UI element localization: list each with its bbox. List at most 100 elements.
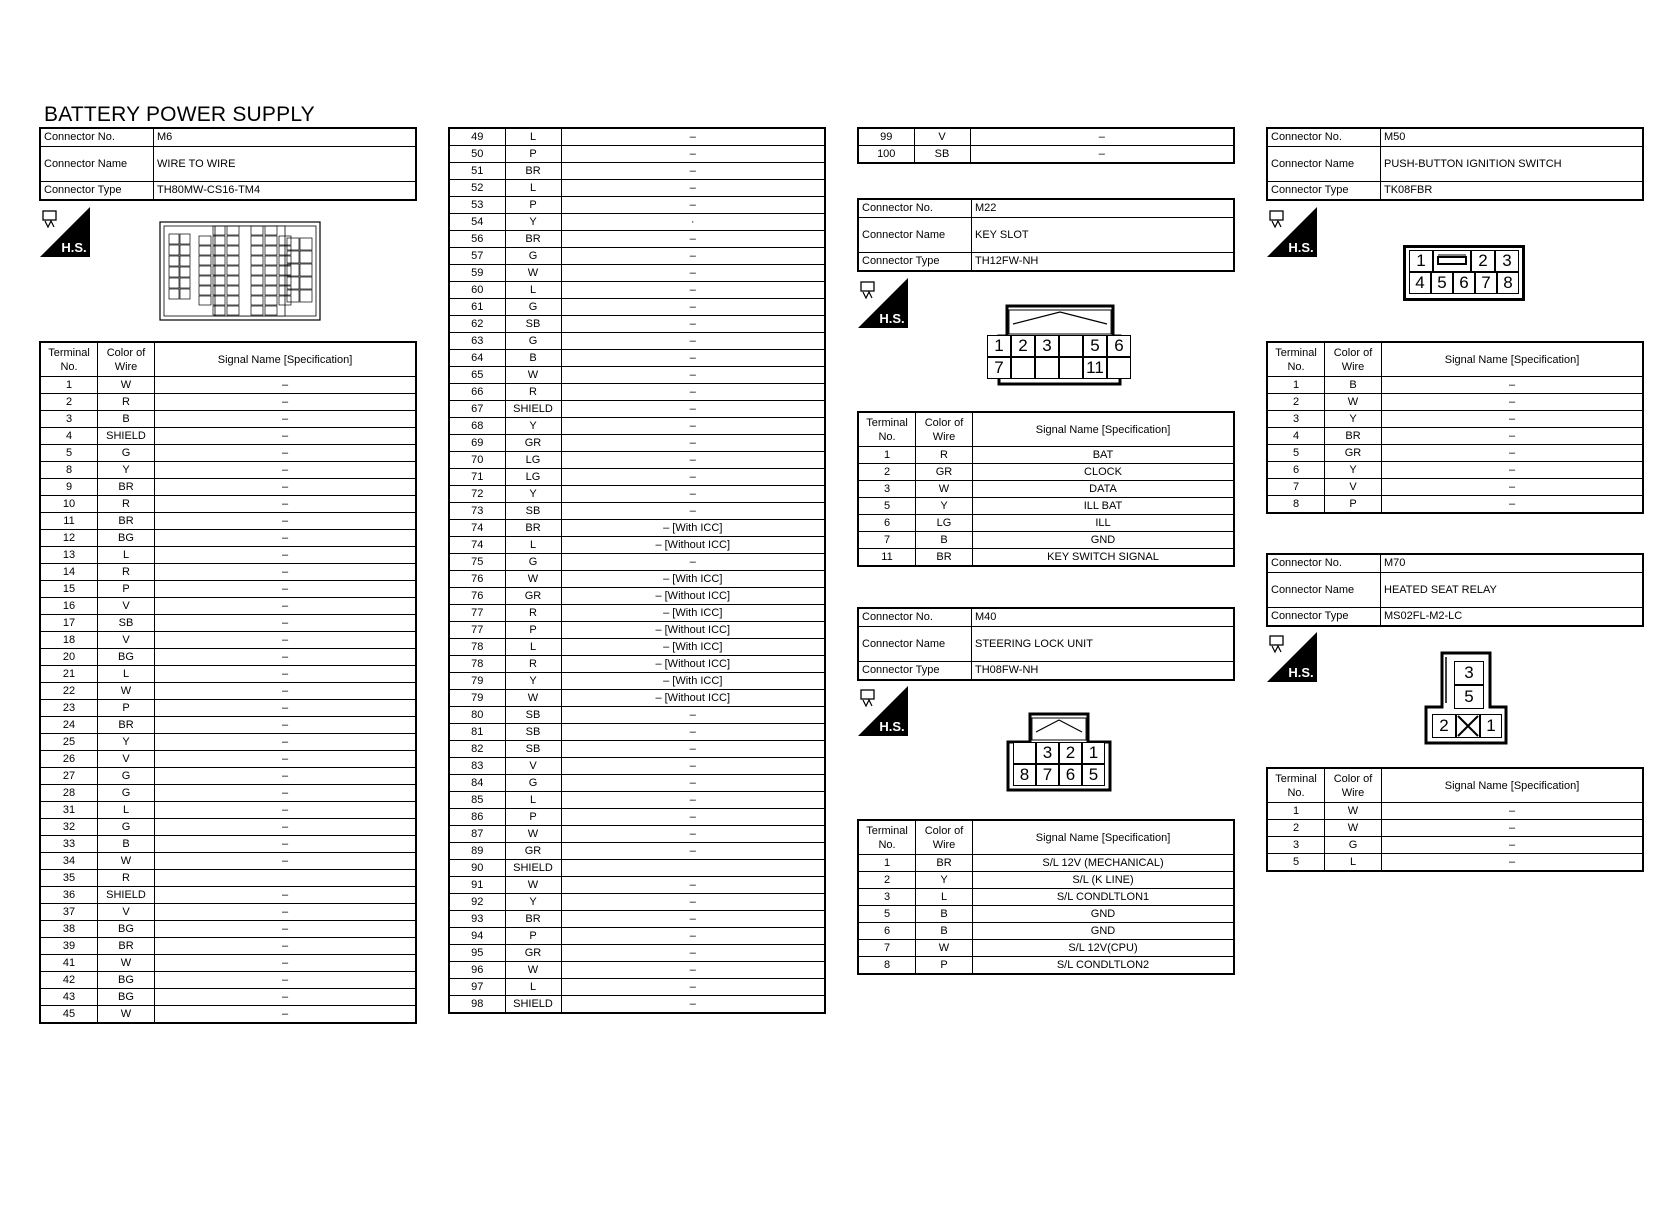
wire-color-cell: B — [97, 410, 155, 428]
signal-name-cell: – — [154, 954, 417, 972]
signal-name-cell: · — [560, 213, 826, 231]
wire-color-cell: W — [97, 954, 155, 972]
connector-type-label: Connector Type — [857, 252, 972, 272]
wire-color-cell: V — [97, 750, 155, 768]
cavity-cell — [299, 289, 313, 303]
signal-name-cell: – — [560, 179, 826, 197]
terminal-cell: 5 — [1266, 444, 1325, 462]
signal-name-cell: – — [560, 825, 826, 843]
connector-no-value: M50 — [1380, 127, 1644, 147]
cavity-cell — [212, 305, 226, 316]
wire-color-cell: SB — [913, 145, 971, 164]
wire-color-cell: Y — [97, 461, 155, 479]
harness-side-icon: H.S. — [858, 278, 908, 328]
terminal-cell: 9 — [39, 478, 98, 496]
terminal-cell: 34 — [39, 852, 98, 870]
terminal-cell: 73 — [448, 502, 506, 520]
pin-cell: 3 — [1035, 335, 1059, 357]
wire-color-cell: BR — [504, 162, 562, 180]
terminal-cell: 71 — [448, 468, 506, 486]
terminal-cell: 1 — [1266, 802, 1325, 820]
signal-name-cell: – — [1381, 802, 1644, 820]
wire-color-cell: P — [97, 699, 155, 717]
terminal-cell: 2 — [1266, 393, 1325, 411]
harness-side-icon: H.S. — [858, 686, 908, 736]
wire-color-cell: W — [1324, 819, 1382, 837]
terminal-cell: 78 — [448, 638, 506, 656]
wire-color-cell: R — [504, 383, 562, 401]
signal-name-cell: – — [154, 937, 417, 955]
terminal-cell: 3 — [857, 888, 916, 906]
wire-color-cell: V — [504, 757, 562, 775]
signal-name-cell: – — [154, 444, 417, 462]
pin-cell-empty — [1059, 357, 1083, 379]
connector-type-value: TH12FW-NH — [971, 252, 1235, 272]
cavity-cell — [198, 245, 212, 256]
signal-name-cell: – — [1381, 836, 1644, 854]
pin-cell: 7 — [987, 357, 1011, 379]
wire-color-cell: B — [915, 922, 973, 940]
cavity-cell — [286, 237, 300, 251]
cavity-cell — [278, 285, 292, 296]
signal-name-cell: – — [560, 417, 826, 435]
connector-name-value: KEY SLOT — [971, 217, 1235, 253]
cavity-cell — [179, 233, 191, 245]
wire-color-cell: W — [97, 682, 155, 700]
connector-type-label: Connector Type — [857, 661, 972, 681]
terminal-no-header: Terminal No. — [1266, 341, 1325, 377]
cavity-cell — [264, 285, 278, 296]
wire-color-cell: V — [97, 631, 155, 649]
terminal-cell: 8 — [857, 956, 916, 975]
terminal-cell: 75 — [448, 553, 506, 571]
pin-cell: 1 — [1480, 714, 1502, 738]
signal-name-cell: – [With ICC] — [560, 519, 826, 537]
pin-cell: 6 — [1453, 272, 1475, 294]
wire-color-cell: BR — [915, 854, 973, 872]
column-3-m40-pins: Terminal No. Color of Wire Signal Name [… — [857, 819, 1235, 975]
terminal-cell: 67 — [448, 400, 506, 418]
signal-name-cell: – [With ICC] — [560, 638, 826, 656]
terminal-cell: 43 — [39, 988, 98, 1006]
wire-color-cell: R — [97, 393, 155, 411]
connector-name-label: Connector Name — [1266, 572, 1381, 608]
pin-cell: 5 — [1454, 685, 1484, 709]
wire-color-cell: W — [1324, 393, 1382, 411]
cavity-cell — [264, 255, 278, 266]
signal-name-cell: – — [560, 553, 826, 571]
terminal-cell: 93 — [448, 910, 506, 928]
signal-name-cell: – [Without ICC] — [560, 621, 826, 639]
cavity-cell — [278, 265, 292, 276]
wire-color-cell: Y — [915, 497, 973, 515]
pin-cell: 2 — [1432, 714, 1456, 738]
terminal-cell: 27 — [39, 767, 98, 785]
wire-color-cell: SB — [504, 706, 562, 724]
signal-name-cell: – — [969, 127, 1235, 146]
terminal-cell: 36 — [39, 886, 98, 904]
connector-no-value: M22 — [971, 198, 1235, 218]
cavity-cell — [250, 305, 264, 316]
signal-name-cell: – — [154, 393, 417, 411]
terminal-cell: 3 — [1266, 836, 1325, 854]
wire-color-cell: Y — [1324, 410, 1382, 428]
signal-name-cell: S/L CONDLTLON2 — [972, 956, 1235, 975]
